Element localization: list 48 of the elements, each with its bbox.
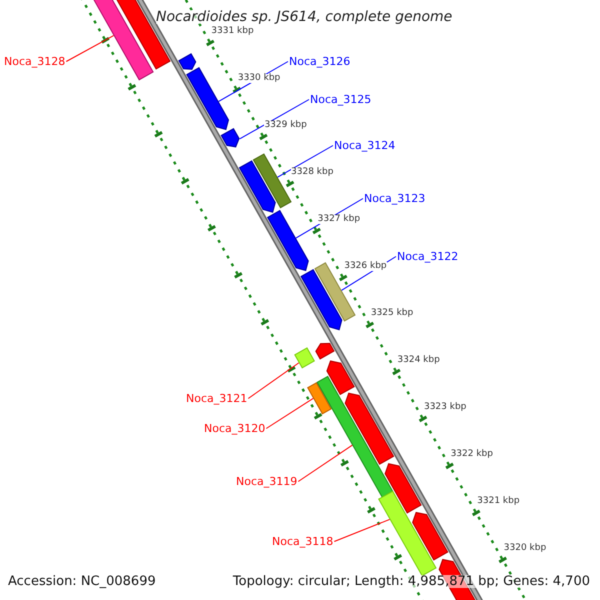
gene-feature: [384, 463, 422, 514]
gene-label: Noca_3128: [4, 56, 66, 67]
gene-feature: [344, 392, 394, 465]
tick-label: 3320 kbp: [504, 544, 546, 553]
gene-label: Noca_3121: [186, 393, 248, 404]
leader-line: [239, 99, 310, 140]
gene-feature: [178, 53, 196, 70]
gene-feature: [307, 382, 332, 414]
gene-label: Noca_3125: [310, 94, 372, 105]
gene-label: Noca_3120: [204, 423, 266, 434]
gene-label: Noca_3123: [364, 193, 426, 204]
gene-feature: [315, 342, 335, 360]
gene-feature: [252, 153, 292, 208]
gene-feature: [412, 512, 448, 561]
genome-info-text: Topology: circular; Length: 4,985,871 bp; Genes: 4,700: [232, 575, 590, 588]
leader-line: [334, 518, 390, 542]
tick-label: 3330 kbp: [238, 74, 280, 83]
gene-feature: [186, 67, 230, 130]
accession-text: Accession: NC_008699: [8, 575, 156, 588]
gene-feature: [294, 347, 315, 368]
tick-label: 3325 kbp: [370, 308, 414, 318]
tick-label: 3326 kbp: [344, 262, 387, 271]
leader-line: [298, 444, 353, 482]
gene-label: Noca_3118: [272, 536, 334, 547]
gene-label: Noca_3119: [236, 476, 298, 487]
gene-label: Noca_3122: [397, 251, 458, 262]
gene-feature: [326, 360, 355, 396]
tick-label: 3324 kbp: [397, 356, 440, 365]
leader-line: [266, 398, 314, 429]
leader-line: [277, 145, 334, 178]
tick-label: 3328 kbp: [291, 168, 334, 177]
tick-label: 3331 kbp: [211, 26, 254, 36]
gene-feature: [220, 128, 240, 148]
gene-label: Noca_3124: [334, 140, 396, 151]
gene-feature: [238, 160, 276, 213]
tick-label: 3327 kbp: [318, 214, 360, 224]
gene-label: Noca_3126: [289, 56, 350, 67]
leader-line: [248, 362, 300, 399]
tick-label: 3322 kbp: [450, 450, 493, 459]
tick-label: 3321 kbp: [477, 496, 520, 506]
gene-feature: [266, 210, 309, 272]
gene-feature: [316, 376, 394, 498]
tick-label: 3329 kbp: [264, 120, 307, 130]
title-text: Nocardioides sp. JS614, complete genome: [156, 10, 452, 24]
tick-label: 3323 kbp: [424, 402, 466, 412]
gene-feature: [378, 490, 437, 576]
gene-feature: [300, 269, 342, 330]
leader-line: [66, 35, 114, 62]
